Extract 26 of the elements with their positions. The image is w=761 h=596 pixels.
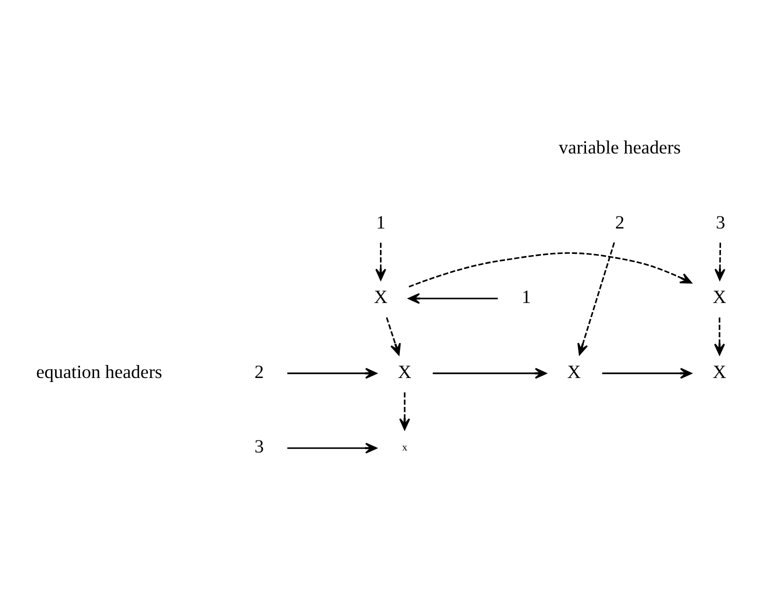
node-text: x [402,442,408,454]
node-text: 1 [376,212,386,233]
arrow [399,392,410,430]
arrow [432,367,547,378]
node-text: 3 [716,212,726,233]
arrow [375,242,386,280]
node-text: X [374,286,388,308]
arrow [386,316,401,355]
arrow [408,252,692,287]
arrow [408,292,498,304]
arrow [287,442,378,454]
arrow [287,367,378,378]
node-text: 2 [254,361,264,382]
node-text: X [712,286,726,308]
node-text: 1 [522,286,531,308]
arrow [602,367,692,378]
node-text: X [567,361,581,382]
node-text: 3 [254,436,264,458]
node-text: X [712,361,726,382]
label: equation headers [36,361,162,382]
node-text: 2 [615,212,624,233]
node-text: X [398,361,412,382]
arrow [714,317,725,355]
label: variable headers [558,136,681,158]
arrow [577,242,615,355]
arrow [714,242,726,280]
